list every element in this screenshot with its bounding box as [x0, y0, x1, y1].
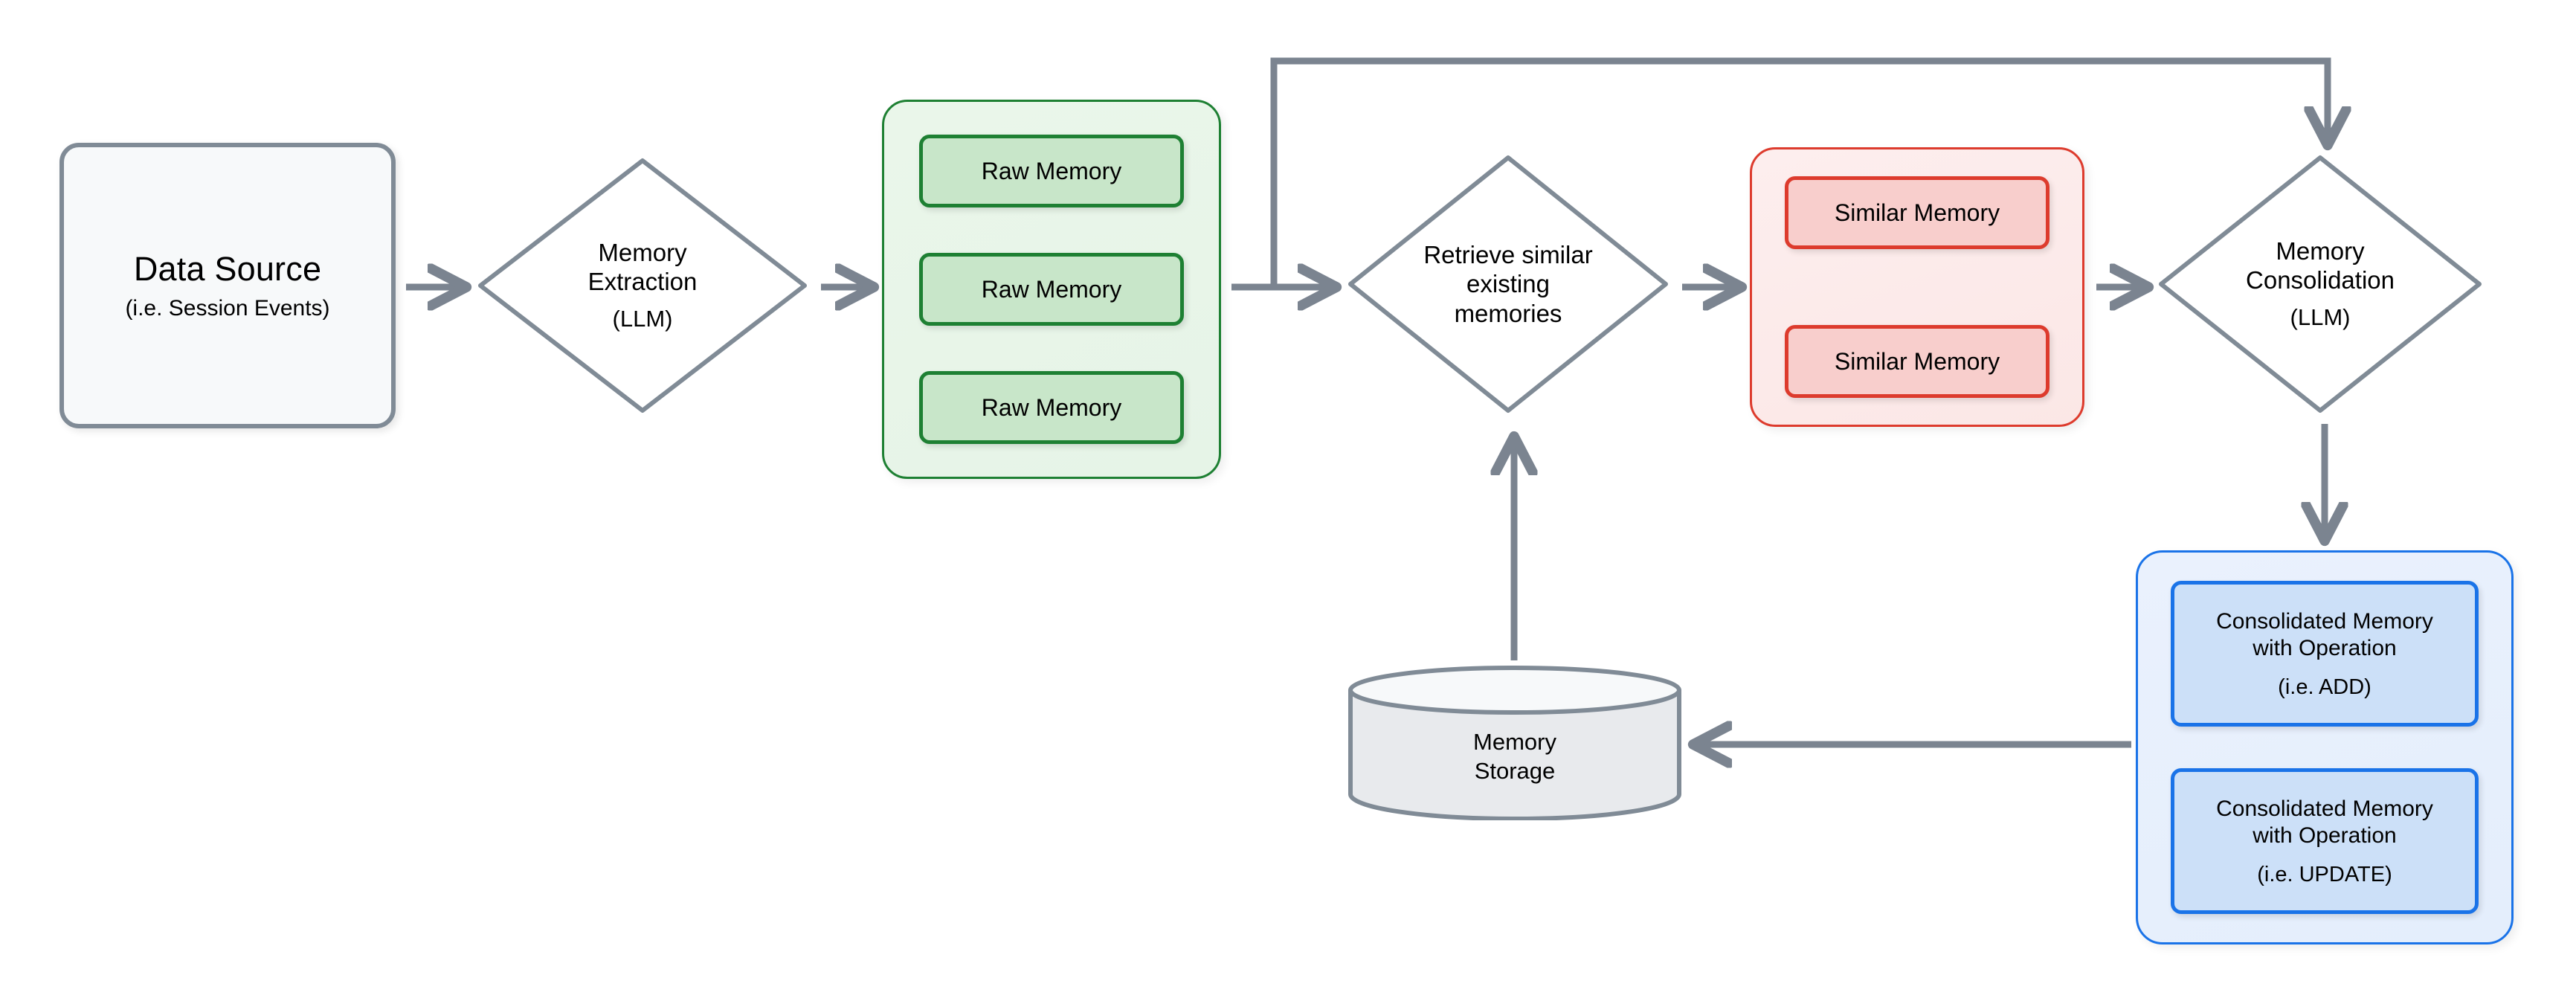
consolidated-memory-update-title-line2: with Operation: [2253, 823, 2397, 848]
card-raw-memory-3[interactable]: Raw Memory: [919, 371, 1184, 444]
raw-memory-label-1: Raw Memory: [981, 157, 1122, 184]
consolidated-memory-update-subtitle: (i.e. UPDATE): [2257, 862, 2392, 886]
card-consolidated-memory-add[interactable]: Consolidated Memory with Operation (i.e.…: [2171, 581, 2479, 727]
consolidated-memory-add-title-line1: Consolidated Memory: [2216, 608, 2433, 634]
consolidated-memory-add-subtitle: (i.e. ADD): [2278, 675, 2371, 699]
retrieve-similar-title-line2: existing: [1466, 270, 1550, 298]
memory-consolidation-title-line1: Memory: [2276, 237, 2365, 265]
memory-consolidation-subtitle: (LLM): [2290, 303, 2351, 330]
memory-storage-title-line2: Storage: [1474, 758, 1556, 784]
node-memory-storage[interactable]: Memory Storage: [1347, 664, 1683, 820]
memory-extraction-title-line1: Memory: [598, 239, 687, 267]
card-raw-memory-2[interactable]: Raw Memory: [919, 253, 1184, 326]
node-data-source[interactable]: Data Source (i.e. Session Events): [59, 143, 396, 428]
card-raw-memory-1[interactable]: Raw Memory: [919, 135, 1184, 207]
cylinder-shape: [1348, 666, 1681, 820]
similar-memory-label-2: Similar Memory: [1834, 347, 2000, 375]
raw-memory-label-2: Raw Memory: [981, 275, 1122, 303]
card-similar-memory-1[interactable]: Similar Memory: [1785, 176, 2049, 249]
similar-memory-label-1: Similar Memory: [1834, 199, 2000, 226]
card-consolidated-memory-update[interactable]: Consolidated Memory with Operation (i.e.…: [2171, 768, 2479, 914]
diamond-shape: [478, 158, 807, 413]
memory-consolidation-title-line2: Consolidation: [2246, 266, 2395, 294]
data-source-subtitle: (i.e. Session Events): [125, 296, 330, 321]
retrieve-similar-title-line1: Retrieve similar: [1423, 240, 1593, 268]
retrieve-similar-title-line3: memories: [1454, 299, 1562, 327]
group-consolidated-memory[interactable]: Consolidated Memory with Operation (i.e.…: [2136, 550, 2514, 944]
memory-storage-title-line1: Memory: [1473, 729, 1556, 756]
group-raw-memory[interactable]: Raw Memory Raw Memory Raw Memory: [882, 100, 1221, 479]
node-retrieve-similar-memories[interactable]: Retrieve similar existing memories: [1346, 153, 1670, 415]
node-memory-consolidation[interactable]: Memory Consolidation (LLM): [2157, 153, 2484, 415]
memory-extraction-title-line2: Extraction: [587, 268, 698, 295]
group-similar-memory[interactable]: Similar Memory Similar Memory: [1750, 147, 2084, 427]
raw-memory-label-3: Raw Memory: [981, 393, 1122, 421]
consolidated-memory-add-title-line2: with Operation: [2253, 635, 2397, 660]
node-memory-extraction[interactable]: Memory Extraction (LLM): [476, 156, 809, 415]
diamond-shape: [2159, 155, 2482, 413]
consolidated-memory-update-title-line1: Consolidated Memory: [2216, 796, 2433, 821]
data-source-title: Data Source: [133, 250, 322, 288]
memory-extraction-subtitle: (LLM): [612, 305, 673, 332]
card-similar-memory-2[interactable]: Similar Memory: [1785, 325, 2049, 398]
diamond-shape: [1348, 155, 1668, 413]
